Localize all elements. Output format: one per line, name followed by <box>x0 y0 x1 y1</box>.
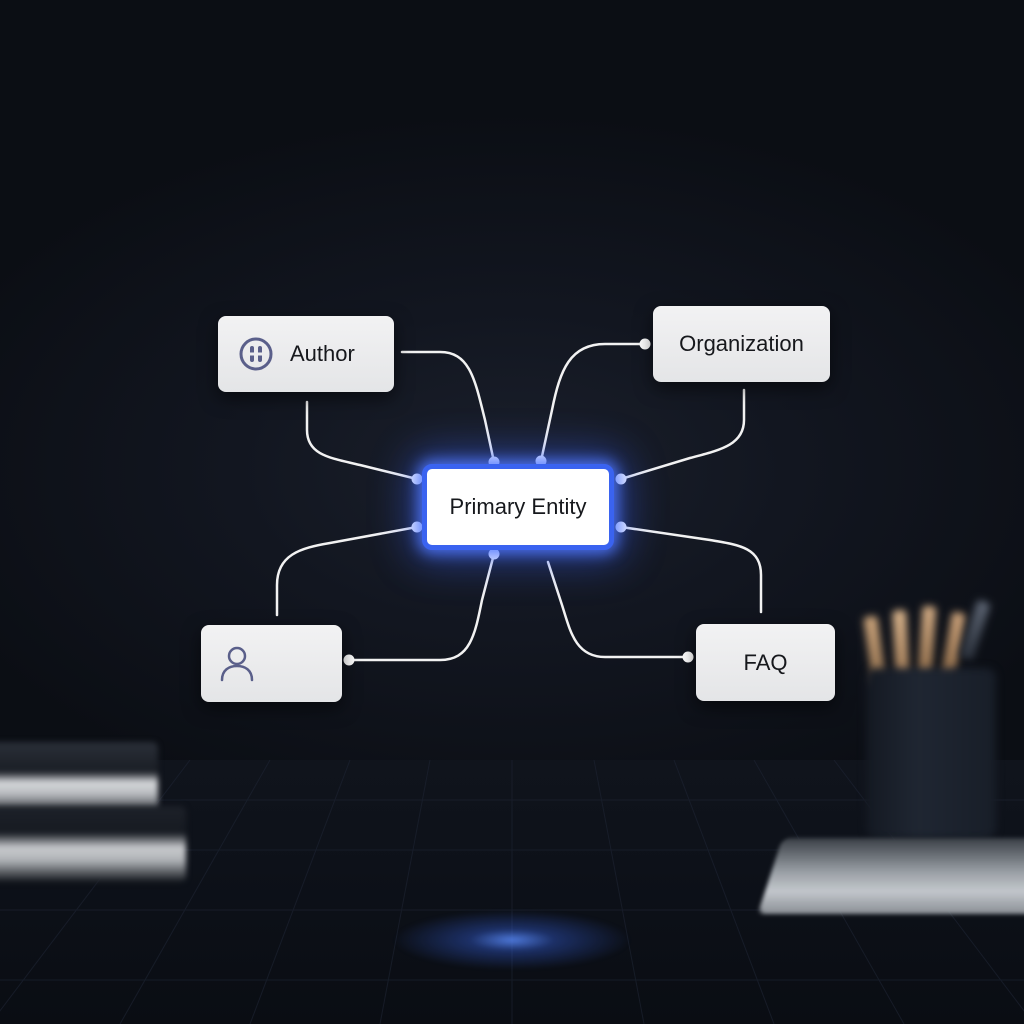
node-primary-entity[interactable]: Primary Entity <box>422 464 614 550</box>
node-author[interactable]: Author <box>218 316 394 392</box>
pencil-cup <box>866 668 996 838</box>
connector-faq-left <box>546 560 690 659</box>
node-organization[interactable]: Organization <box>653 306 830 382</box>
connector-author-left <box>305 400 419 481</box>
connector-faq-top <box>619 525 763 614</box>
connector-dot <box>488 548 500 560</box>
person-icon <box>217 644 257 684</box>
node-author-label: Author <box>290 341 355 366</box>
connector-dot <box>343 654 355 666</box>
connector-dot <box>411 473 423 485</box>
node-primary-entity-label: Primary Entity <box>449 494 587 519</box>
connector-dot <box>535 455 547 467</box>
connector-person-right <box>347 552 496 662</box>
book-top <box>0 742 158 816</box>
connector-org-top <box>539 342 647 463</box>
connector-dot <box>682 651 694 663</box>
book-bottom <box>0 806 186 882</box>
node-person[interactable] <box>201 625 342 702</box>
author-icon <box>236 334 276 374</box>
node-organization-label: Organization <box>679 331 804 356</box>
connector-dot <box>411 521 423 533</box>
desk-light-glow <box>392 910 632 970</box>
connector-dot <box>615 521 627 533</box>
connector-author-top <box>400 350 496 464</box>
connector-dot <box>639 338 651 350</box>
connector-person-top <box>275 525 419 617</box>
node-faq-label: FAQ <box>743 649 788 675</box>
connector-dot <box>615 473 627 485</box>
node-faq[interactable]: FAQ <box>696 624 835 701</box>
connector-org-right <box>619 388 746 481</box>
